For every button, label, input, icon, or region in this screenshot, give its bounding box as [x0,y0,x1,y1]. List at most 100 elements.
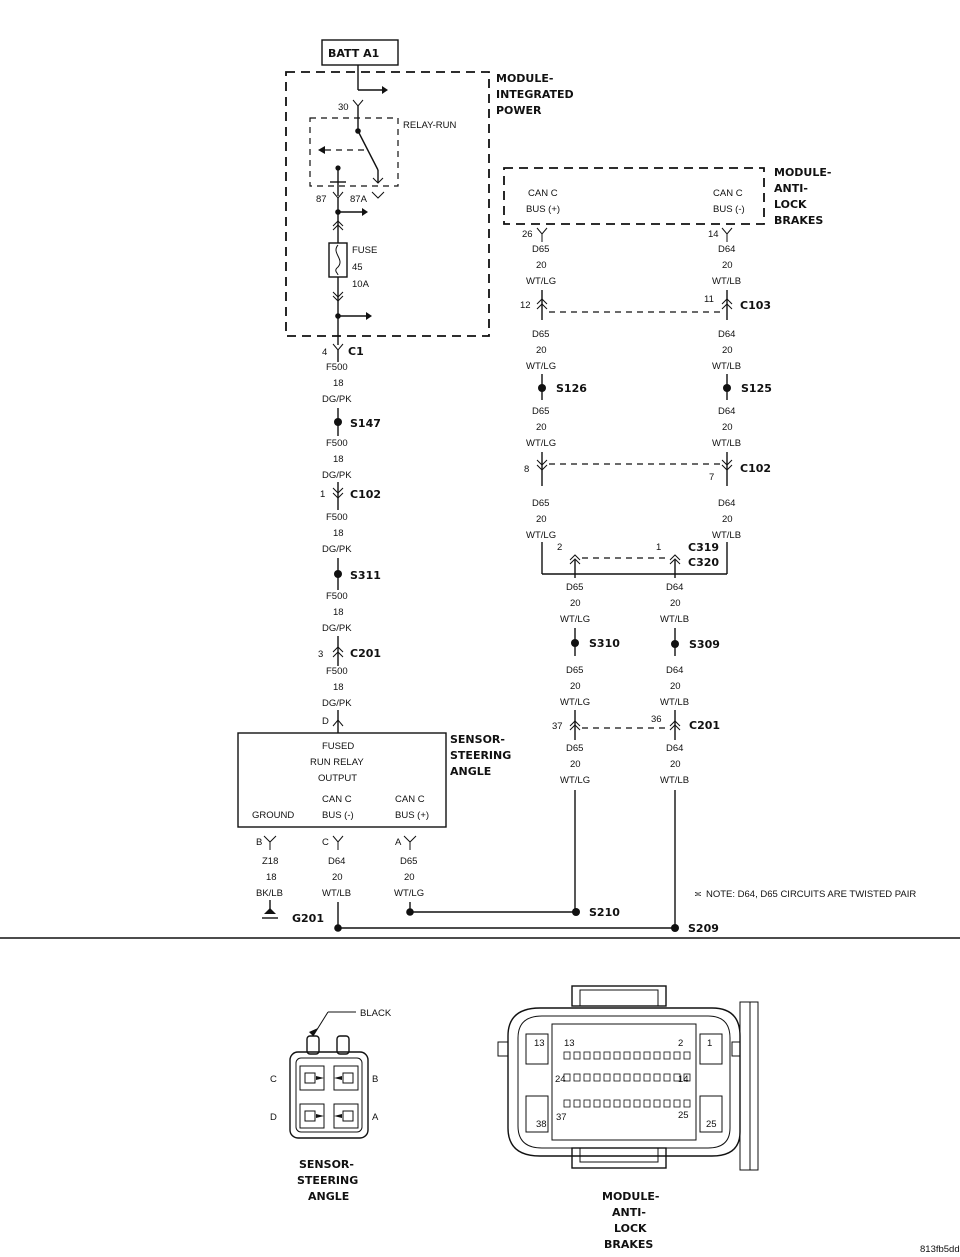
ipm-module-box [285,71,490,337]
connector-c201-left: C201 [350,647,381,660]
ssa-view-pin-b: B [372,1074,378,1085]
ssa-module-box [237,732,447,828]
abs-cavity [603,1073,611,1082]
abs-d64-1-gauge: 20 [722,260,733,271]
ipm-bus-arrowhead [382,86,388,94]
abs-cavity [643,1051,651,1060]
abs-cavity [653,1073,661,1082]
abs-cavity [683,1099,691,1108]
abs-view-pin-25b: 25 [706,1119,717,1130]
abs-cavity [683,1051,691,1060]
abs-cavity [583,1051,591,1060]
abs-cavity [563,1051,571,1060]
abs-d64-4-color: WT/LB [712,530,741,541]
abs-view-pin-1: 1 [707,1038,712,1049]
abs-cavity [673,1073,681,1082]
low-d65-3-gauge: 20 [570,759,581,770]
splice-s126 [538,384,546,392]
abs-d65-4-circuit: D65 [532,498,549,509]
batt-label: BATT A1 [328,47,379,60]
figure-id: 813fb5dd [920,1244,960,1255]
abs-cavity [573,1099,581,1108]
connector-c102-left: C102 [350,488,381,501]
ssa-d64-circuit: D64 [328,856,345,867]
abs-cavity [623,1099,631,1108]
splice-s126-label: S126 [556,382,587,395]
abs-d64-2-circuit: D64 [718,329,735,340]
abs-pin-right-2: BUS (-) [713,204,745,215]
abs-d64-2-color: WT/LB [712,361,741,372]
abs-cavity [633,1073,641,1082]
ssa-view-pin-d: D [270,1112,277,1123]
abs-label-2: ANTI- [774,182,808,195]
abs-view-pin-14: 14 [678,1074,689,1085]
abs-d65-2-circuit: D65 [532,329,549,340]
abs-cavity [653,1051,661,1060]
ssa-bus-minus-2: BUS (-) [322,810,354,821]
batt-box [321,39,399,66]
splice-s310 [571,639,579,647]
abs-cavity [613,1099,621,1108]
fuse-45-symbol [328,242,348,278]
abs-cavity [663,1073,671,1082]
abs-view-pin-13b: 13 [564,1038,575,1049]
ssa-d64-gauge: 20 [332,872,343,883]
low-d64-2-circuit: D64 [666,665,683,676]
ssa-fused-1: FUSED [322,741,354,752]
abs-view-title-1: MODULE- [602,1190,659,1203]
f500-wire-5-gauge: 18 [333,682,344,693]
low-d65-1-circuit: D65 [566,582,583,593]
pin-c: C [322,837,329,848]
relay-switch [357,130,379,171]
connector-c201-right: C201 [689,719,720,732]
splice-s309 [671,640,679,648]
connector-c319: C319 [688,541,719,554]
abs-cavity [573,1051,581,1060]
abs-pin-left-1: CAN C [528,188,558,199]
ssa-label-1: SENSOR- [450,733,505,746]
abs-view-pin-24: 24 [555,1074,566,1085]
connector-c102-right: C102 [740,462,771,475]
abs-d65-3-color: WT/LG [526,438,556,449]
abs-d65-1-color: WT/LG [526,276,556,287]
abs-cavity [593,1073,601,1082]
abs-view-title-4: BRAKES [604,1238,653,1251]
splice-s125 [723,384,731,392]
pin-26: 26 [522,229,533,240]
fuse-rating: 10A [352,279,370,290]
abs-cavity [593,1051,601,1060]
ssa-fused-2: RUN RELAY [310,757,364,768]
ssa-label-2: STEERING [450,749,511,762]
twisted-pair-note: NOTE: D64, D65 CIRCUITS ARE TWISTED PAIR [706,889,916,900]
abs-d65-3-gauge: 20 [536,422,547,433]
abs-view-pin-25a: 25 [678,1110,689,1121]
abs-cavity [643,1099,651,1108]
f500-wire-5-circuit: F500 [326,666,348,677]
pin-36: 36 [651,714,662,725]
abs-cavity [573,1073,581,1082]
abs-d65-3-circuit: D65 [532,406,549,417]
abs-d64-2-gauge: 20 [722,345,733,356]
ssa-view-title-1: SENSOR- [299,1158,354,1171]
abs-cavity [613,1073,621,1082]
abs-cavity [623,1073,631,1082]
abs-label-4: BRAKES [774,214,823,227]
abs-pin-right-1: CAN C [713,188,743,199]
abs-cavity [623,1051,631,1060]
abs-cavity [583,1073,591,1082]
splice-s147 [334,418,342,426]
fuse-label: FUSE [352,245,377,256]
abs-d65-4-color: WT/LG [526,530,556,541]
abs-d64-3-circuit: D64 [718,406,735,417]
ssa-bus-minus-1: CAN C [322,794,352,805]
f500-wire-2-color: DG/PK [322,470,352,481]
ipm-label-2: INTEGRATED [496,88,574,101]
f500-wire-4-color: DG/PK [322,623,352,634]
low-d64-3-circuit: D64 [666,743,683,754]
abs-d65-2-color: WT/LG [526,361,556,372]
low-d64-1-color: WT/LB [660,614,689,625]
low-d64-1-circuit: D64 [666,582,683,593]
pin-87a: 87A [350,194,368,205]
f500-wire-1-circuit: F500 [326,362,348,373]
abs-view-pin-2: 2 [678,1038,683,1049]
